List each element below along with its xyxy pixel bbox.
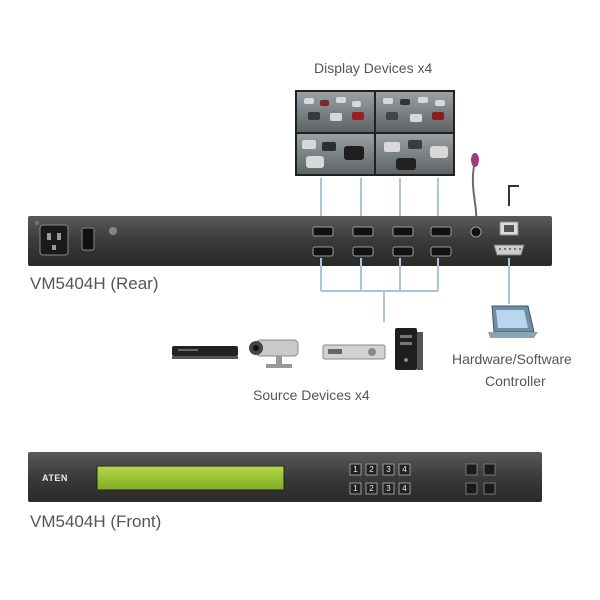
power-socket bbox=[39, 224, 69, 256]
aten-logo: ATEN bbox=[42, 473, 68, 483]
ethernet-cable bbox=[508, 185, 519, 206]
power-switch bbox=[81, 227, 95, 251]
dvd-player-icon bbox=[172, 346, 238, 359]
display-devices-label: Display Devices x4 bbox=[314, 60, 433, 76]
front-panel bbox=[28, 452, 542, 502]
ground-screw bbox=[109, 227, 117, 235]
controller-label-line1: Hardware/Software bbox=[452, 351, 572, 367]
front-button-1[interactable]: 1 bbox=[353, 465, 358, 474]
controller-label-line2: Controller bbox=[485, 373, 546, 389]
ir-port bbox=[470, 226, 482, 238]
pc-tower-icon bbox=[395, 328, 423, 370]
controller-monitor-icon bbox=[488, 305, 538, 338]
video-wall bbox=[295, 90, 455, 176]
front-button-2[interactable]: 2 bbox=[369, 465, 374, 474]
av-receiver-icon bbox=[322, 344, 386, 360]
source-cables bbox=[320, 258, 439, 322]
rear-panel-label: VM5404H (Rear) bbox=[30, 274, 159, 293]
hdmi-input-ports bbox=[312, 246, 452, 257]
rs232-port bbox=[493, 244, 525, 256]
front-button-grid bbox=[349, 463, 411, 495]
front-button-row2-2[interactable]: 2 bbox=[369, 484, 374, 493]
hdmi-output-ports bbox=[312, 226, 452, 237]
front-button-row2-4[interactable]: 4 bbox=[402, 484, 407, 493]
security-camera-icon bbox=[249, 339, 299, 368]
ir-receiver-cable bbox=[471, 153, 479, 227]
lcd-display bbox=[96, 465, 285, 491]
rear-panel bbox=[28, 216, 552, 266]
front-button-4[interactable]: 4 bbox=[402, 465, 407, 474]
front-button-row2-3[interactable]: 3 bbox=[386, 484, 391, 493]
function-buttons bbox=[465, 463, 496, 495]
front-button-3[interactable]: 3 bbox=[386, 465, 391, 474]
front-panel-label: VM5404H (Front) bbox=[30, 512, 162, 531]
source-devices-label: Source Devices x4 bbox=[253, 387, 370, 403]
front-button-row2-1[interactable]: 1 bbox=[353, 484, 358, 493]
